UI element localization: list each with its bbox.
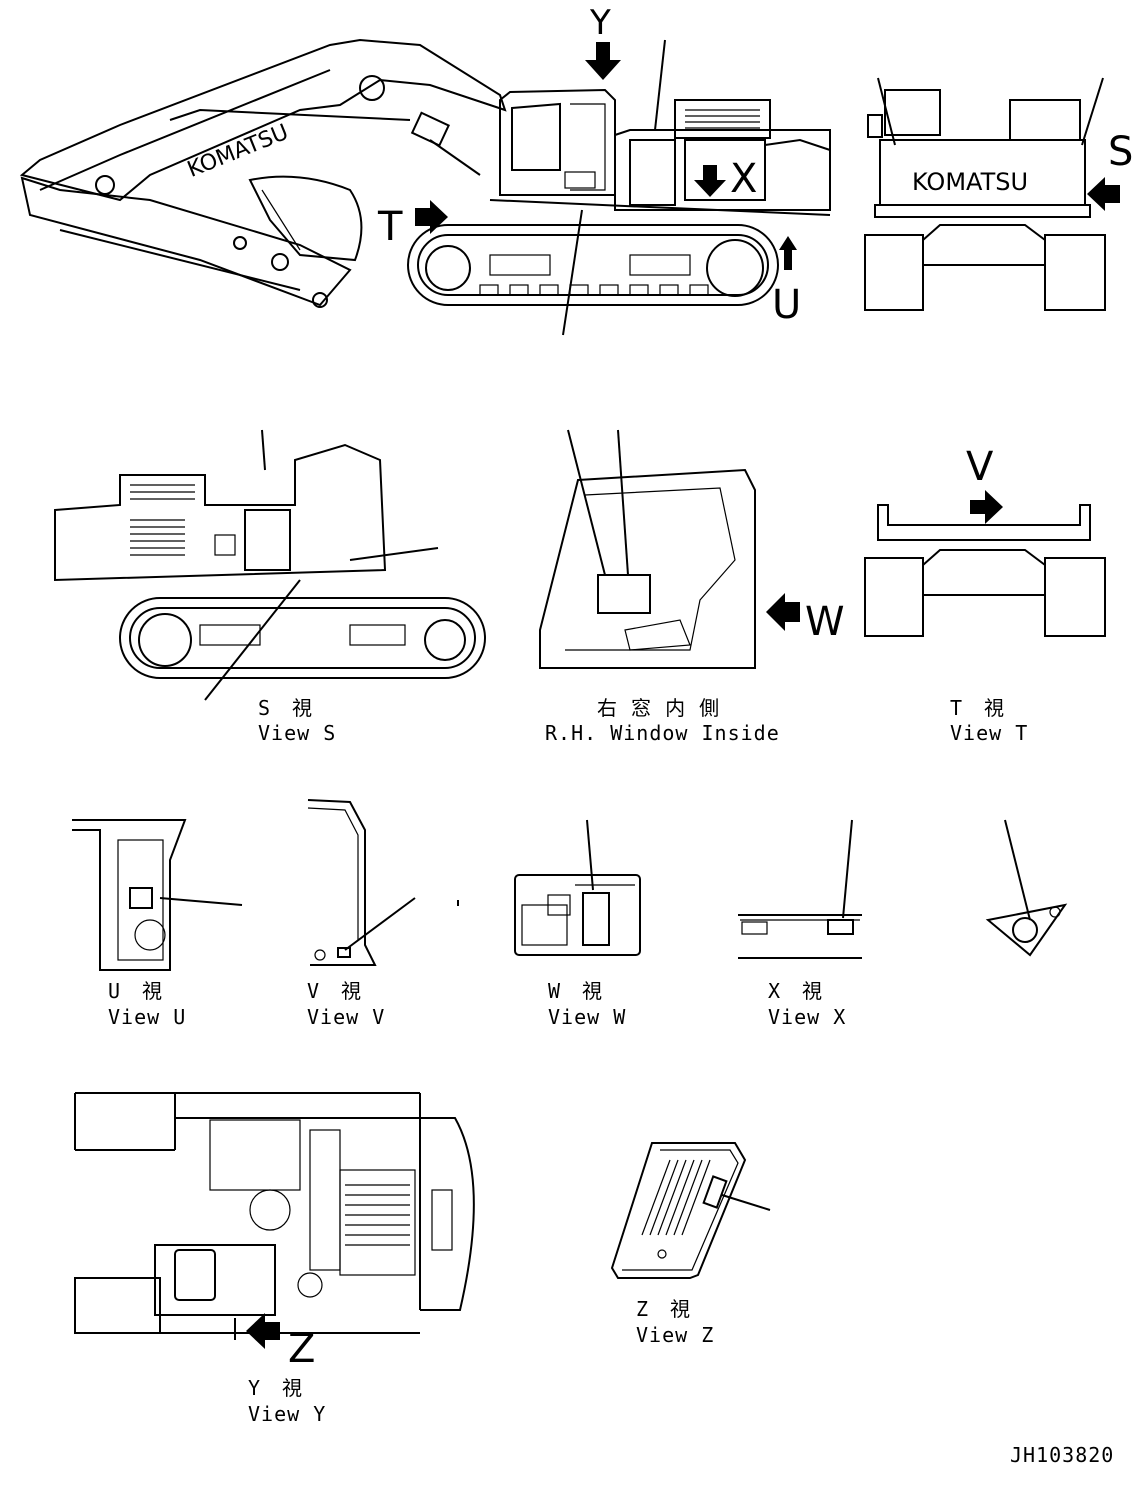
rear-view: KOMATSU S (864, 77, 1133, 311)
view-v-ja: V 視 (307, 979, 362, 1003)
view-t-ja: T 視 (950, 696, 1005, 720)
view-y: Z Y 視 View Y (74, 1092, 475, 1426)
rear-brand-text: KOMATSU (912, 168, 1028, 196)
view-t: V T 視 View T (864, 444, 1106, 745)
detail-plate (985, 819, 1068, 957)
view-v-en: View V (307, 1005, 385, 1029)
view-s: S 視 View S (54, 429, 486, 745)
arrow-label-u: U (772, 282, 801, 328)
arrow-label-s: S (1108, 129, 1133, 175)
view-x-ja: X 視 (768, 979, 823, 1003)
view-x-en: View X (768, 1005, 846, 1029)
boom-brand-text: KOMATSU (184, 120, 292, 183)
view-z: Z 視 View Z (610, 1142, 771, 1347)
arrow-label-v: V (966, 444, 994, 490)
arrow-label-y: Y (589, 3, 611, 43)
view-rh-en: R.H. Window Inside (545, 721, 780, 745)
view-rh-ja: 右 窓 内 側 (597, 696, 720, 720)
drawing-number: JH103820 (1010, 1443, 1114, 1467)
arrow-label-w: W (805, 599, 845, 645)
view-v: V 視 View V (307, 799, 459, 1029)
view-x: X 視 View X (738, 819, 862, 1029)
view-s-en: View S (258, 721, 336, 745)
view-u-ja: U 視 (108, 979, 163, 1003)
view-z-en: View Z (636, 1323, 714, 1347)
arrow-label-z: Z (288, 1326, 315, 1372)
view-w: W 視 View W (514, 819, 641, 1029)
view-w-ja: W 視 (548, 979, 603, 1003)
view-y-en: View Y (248, 1402, 326, 1426)
view-s-ja: S 視 (258, 696, 313, 720)
arrow-label-t: T (377, 204, 403, 250)
view-z-ja: Z 視 (636, 1297, 691, 1321)
view-t-en: View T (950, 721, 1028, 745)
view-u: U 視 View U (72, 819, 243, 1029)
rh-window-inside: W 右 窓 内 側 R.H. Window Inside (539, 429, 845, 745)
arrow-label-x: X (730, 156, 757, 202)
view-u-en: View U (108, 1005, 186, 1029)
main-side-view: KOMATSU Y X (19, 3, 831, 336)
view-w-en: View W (548, 1005, 626, 1029)
view-y-ja: Y 視 (248, 1376, 303, 1400)
